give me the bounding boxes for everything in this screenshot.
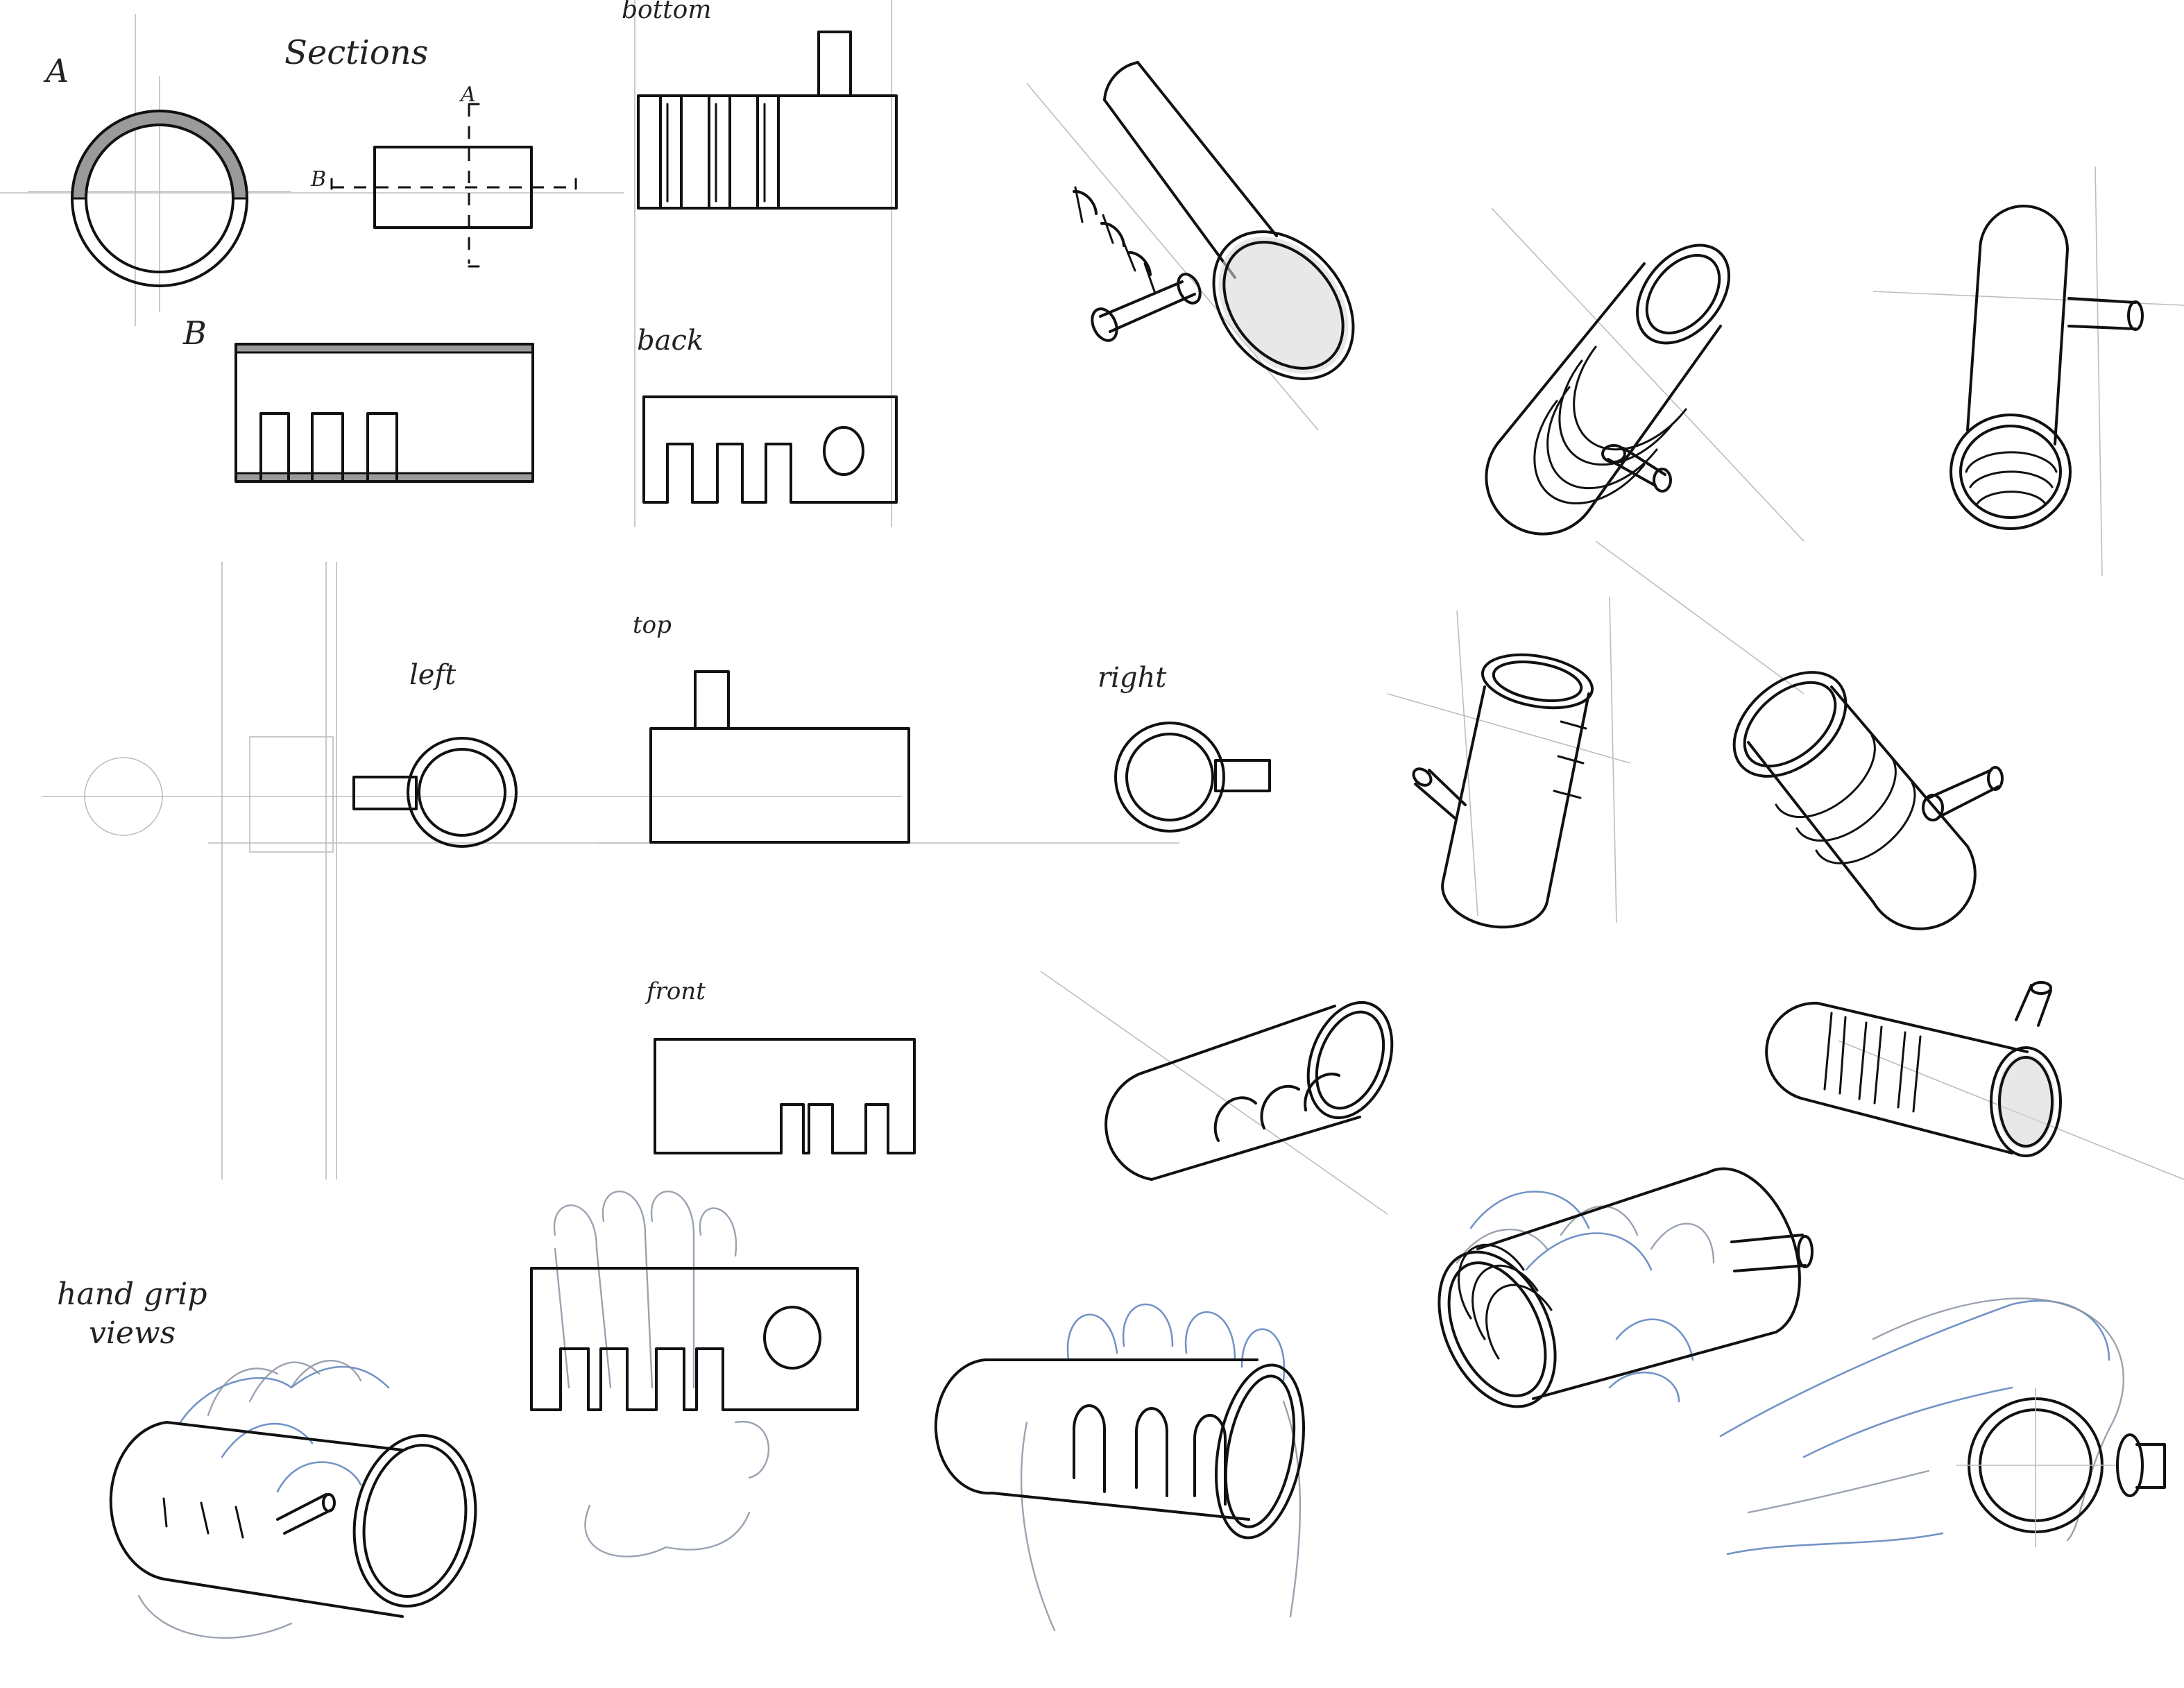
- isometric-view-4: [1412, 653, 1594, 929]
- hand-grip-view-3: [934, 1303, 1306, 1632]
- section-key-drawing: [330, 103, 577, 268]
- isometric-view-1: [1073, 61, 1355, 380]
- isometric-view-7: [1765, 981, 2062, 1157]
- cut-a-label: A: [459, 83, 476, 107]
- section-b-drawing: [234, 343, 534, 483]
- hand-grip-view-2: [530, 1191, 859, 1558]
- section-b-label: B: [182, 314, 207, 352]
- front-view-drawing: [654, 1038, 916, 1154]
- isometric-view-6: [1104, 1000, 1394, 1181]
- right-view-drawing: [1114, 722, 1271, 833]
- bottom-view-drawing: [637, 31, 898, 210]
- isometric-view-2: [1485, 244, 1730, 536]
- sections-title: Sections: [284, 33, 428, 72]
- top-view-drawing: [649, 670, 910, 844]
- front-view-label: front: [645, 978, 706, 1005]
- isometric-view-5: [1732, 671, 2004, 930]
- section-a-drawing: [28, 76, 291, 312]
- construction-lines: [0, 0, 2184, 1215]
- hand-grip-view-4: [1437, 1167, 1814, 1408]
- hand-grip-label-line2: views: [89, 1315, 176, 1351]
- hand-grip-label-line1: hand grip: [57, 1277, 207, 1312]
- left-view-label: left: [409, 659, 457, 691]
- hand-grip-view-1: [109, 1359, 477, 1639]
- isometric-view-3: [1950, 205, 2144, 530]
- back-view-label: back: [637, 325, 703, 357]
- bottom-view-label: bottom: [622, 0, 711, 24]
- hand-grip-view-5: [1719, 1297, 2166, 1555]
- back-view-drawing: [642, 395, 898, 504]
- section-a-label: A: [43, 52, 69, 89]
- left-view-drawing: [84, 736, 518, 853]
- cut-b-label: B: [310, 167, 326, 191]
- right-view-label: right: [1098, 662, 1167, 694]
- top-view-label: top: [633, 611, 672, 639]
